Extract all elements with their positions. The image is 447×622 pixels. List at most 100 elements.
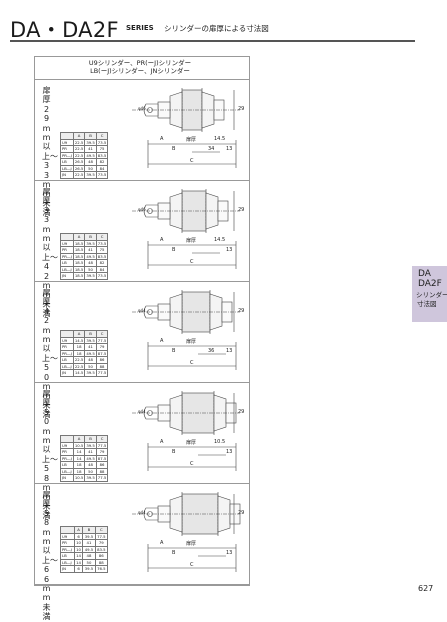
table-cell: 49.5 bbox=[84, 349, 97, 357]
table-cell: 10 bbox=[73, 539, 84, 547]
table-cell: 10.5 bbox=[72, 474, 86, 482]
dim-label-b: B bbox=[172, 247, 176, 253]
table-cell: 18.5 bbox=[72, 265, 86, 273]
dim-label-b: B bbox=[172, 449, 176, 455]
table-cell: 39.5 bbox=[84, 336, 97, 344]
table-cell: JN bbox=[60, 474, 74, 482]
side-index-tab[interactable]: DA DA2F シリンダー 寸法図 bbox=[412, 266, 447, 322]
dim-label-wide: φ46 bbox=[138, 106, 146, 111]
row-divider bbox=[34, 584, 250, 585]
table-cell: 18.5 bbox=[72, 252, 86, 260]
table-cell: 22.5 bbox=[72, 171, 86, 179]
table-cell: 77.5 bbox=[95, 441, 109, 449]
table-cell: 14 bbox=[73, 558, 84, 566]
table-cell: 39.5 bbox=[82, 565, 96, 573]
dim-label-13: 13 bbox=[226, 146, 233, 152]
table-cell: 39.5 bbox=[84, 441, 97, 449]
table-cell: 18.5 bbox=[72, 272, 86, 280]
table-cell: 39.5 bbox=[84, 272, 97, 280]
dim-label-13: 13 bbox=[226, 449, 233, 455]
dim-label-c: C bbox=[190, 461, 194, 467]
table-cell: 87.5 bbox=[95, 349, 109, 357]
table-cell: 77.5 bbox=[95, 474, 109, 482]
dim-label-13: 13 bbox=[226, 247, 233, 253]
table-cell: 22.5 bbox=[72, 362, 86, 370]
table-cell: 14.5 bbox=[72, 336, 86, 344]
table-cell: 49.5 bbox=[84, 252, 97, 260]
dim-label-a: A bbox=[160, 136, 164, 142]
table-cell: 83.5 bbox=[95, 151, 109, 159]
table-cell: 88 bbox=[94, 558, 109, 566]
table-cell: 49.5 bbox=[84, 454, 97, 462]
table-cell: 39.5 bbox=[84, 474, 97, 482]
table-cell: 73.5 bbox=[95, 138, 109, 146]
dim-label-wide: φ44 bbox=[138, 409, 146, 414]
table-cell: 73.5 bbox=[95, 239, 109, 247]
page-number: 627 bbox=[418, 584, 434, 593]
table-cell: 77.5 bbox=[94, 532, 109, 540]
table-cell: 18.5 bbox=[72, 259, 86, 267]
cylinder-drawing-svg bbox=[132, 492, 241, 572]
dim-label-a-value: 14.5 bbox=[214, 237, 226, 243]
table-cell: 22.5 bbox=[72, 138, 86, 146]
cylinder-drawing-svg bbox=[132, 189, 240, 269]
dim-label-b: B bbox=[172, 550, 176, 556]
dim-label-a-value: 14.5 bbox=[214, 136, 226, 142]
dim-label-b: B bbox=[172, 146, 176, 152]
table-cell: 22.5 bbox=[72, 151, 86, 159]
dim-label-door: 扉厚 bbox=[186, 440, 197, 446]
diagram-frame bbox=[34, 56, 250, 586]
table-header-cell: A bbox=[73, 526, 84, 534]
dim-label-a: A bbox=[160, 439, 164, 445]
thickness-range-label: 扉厚29mm以上〜33mm未満 bbox=[42, 86, 58, 218]
series-suffix: SERIES bbox=[126, 24, 154, 32]
dim-label-c: C bbox=[190, 360, 194, 366]
dim-label-c: C bbox=[190, 259, 194, 265]
header-rule bbox=[10, 40, 415, 42]
row-divider bbox=[34, 281, 250, 282]
dim-label-wide: φ44 bbox=[138, 510, 146, 515]
thickness-range-label: 扉厚58mm以上〜66mm未満 bbox=[42, 490, 58, 622]
dim-label-depth: 29 bbox=[238, 510, 245, 516]
table-cell: 26.5 bbox=[72, 158, 86, 166]
caption-rule bbox=[34, 79, 250, 80]
table-cell: JN bbox=[60, 272, 74, 280]
row-divider bbox=[34, 180, 250, 181]
row-divider bbox=[34, 483, 250, 484]
table-cell: 49.5 bbox=[84, 151, 97, 159]
dim-label-door: 扉厚 bbox=[186, 137, 197, 143]
table-cell: 26.5 bbox=[72, 164, 86, 172]
series-title: DA・DA2F bbox=[10, 18, 119, 42]
table-cell: 6 bbox=[73, 565, 84, 573]
side-tab-line-2: DA2F bbox=[418, 279, 442, 289]
table-cell: 22.5 bbox=[72, 356, 86, 364]
table-cell: 14 bbox=[73, 552, 84, 560]
table-cell: LB―J bbox=[60, 265, 74, 273]
